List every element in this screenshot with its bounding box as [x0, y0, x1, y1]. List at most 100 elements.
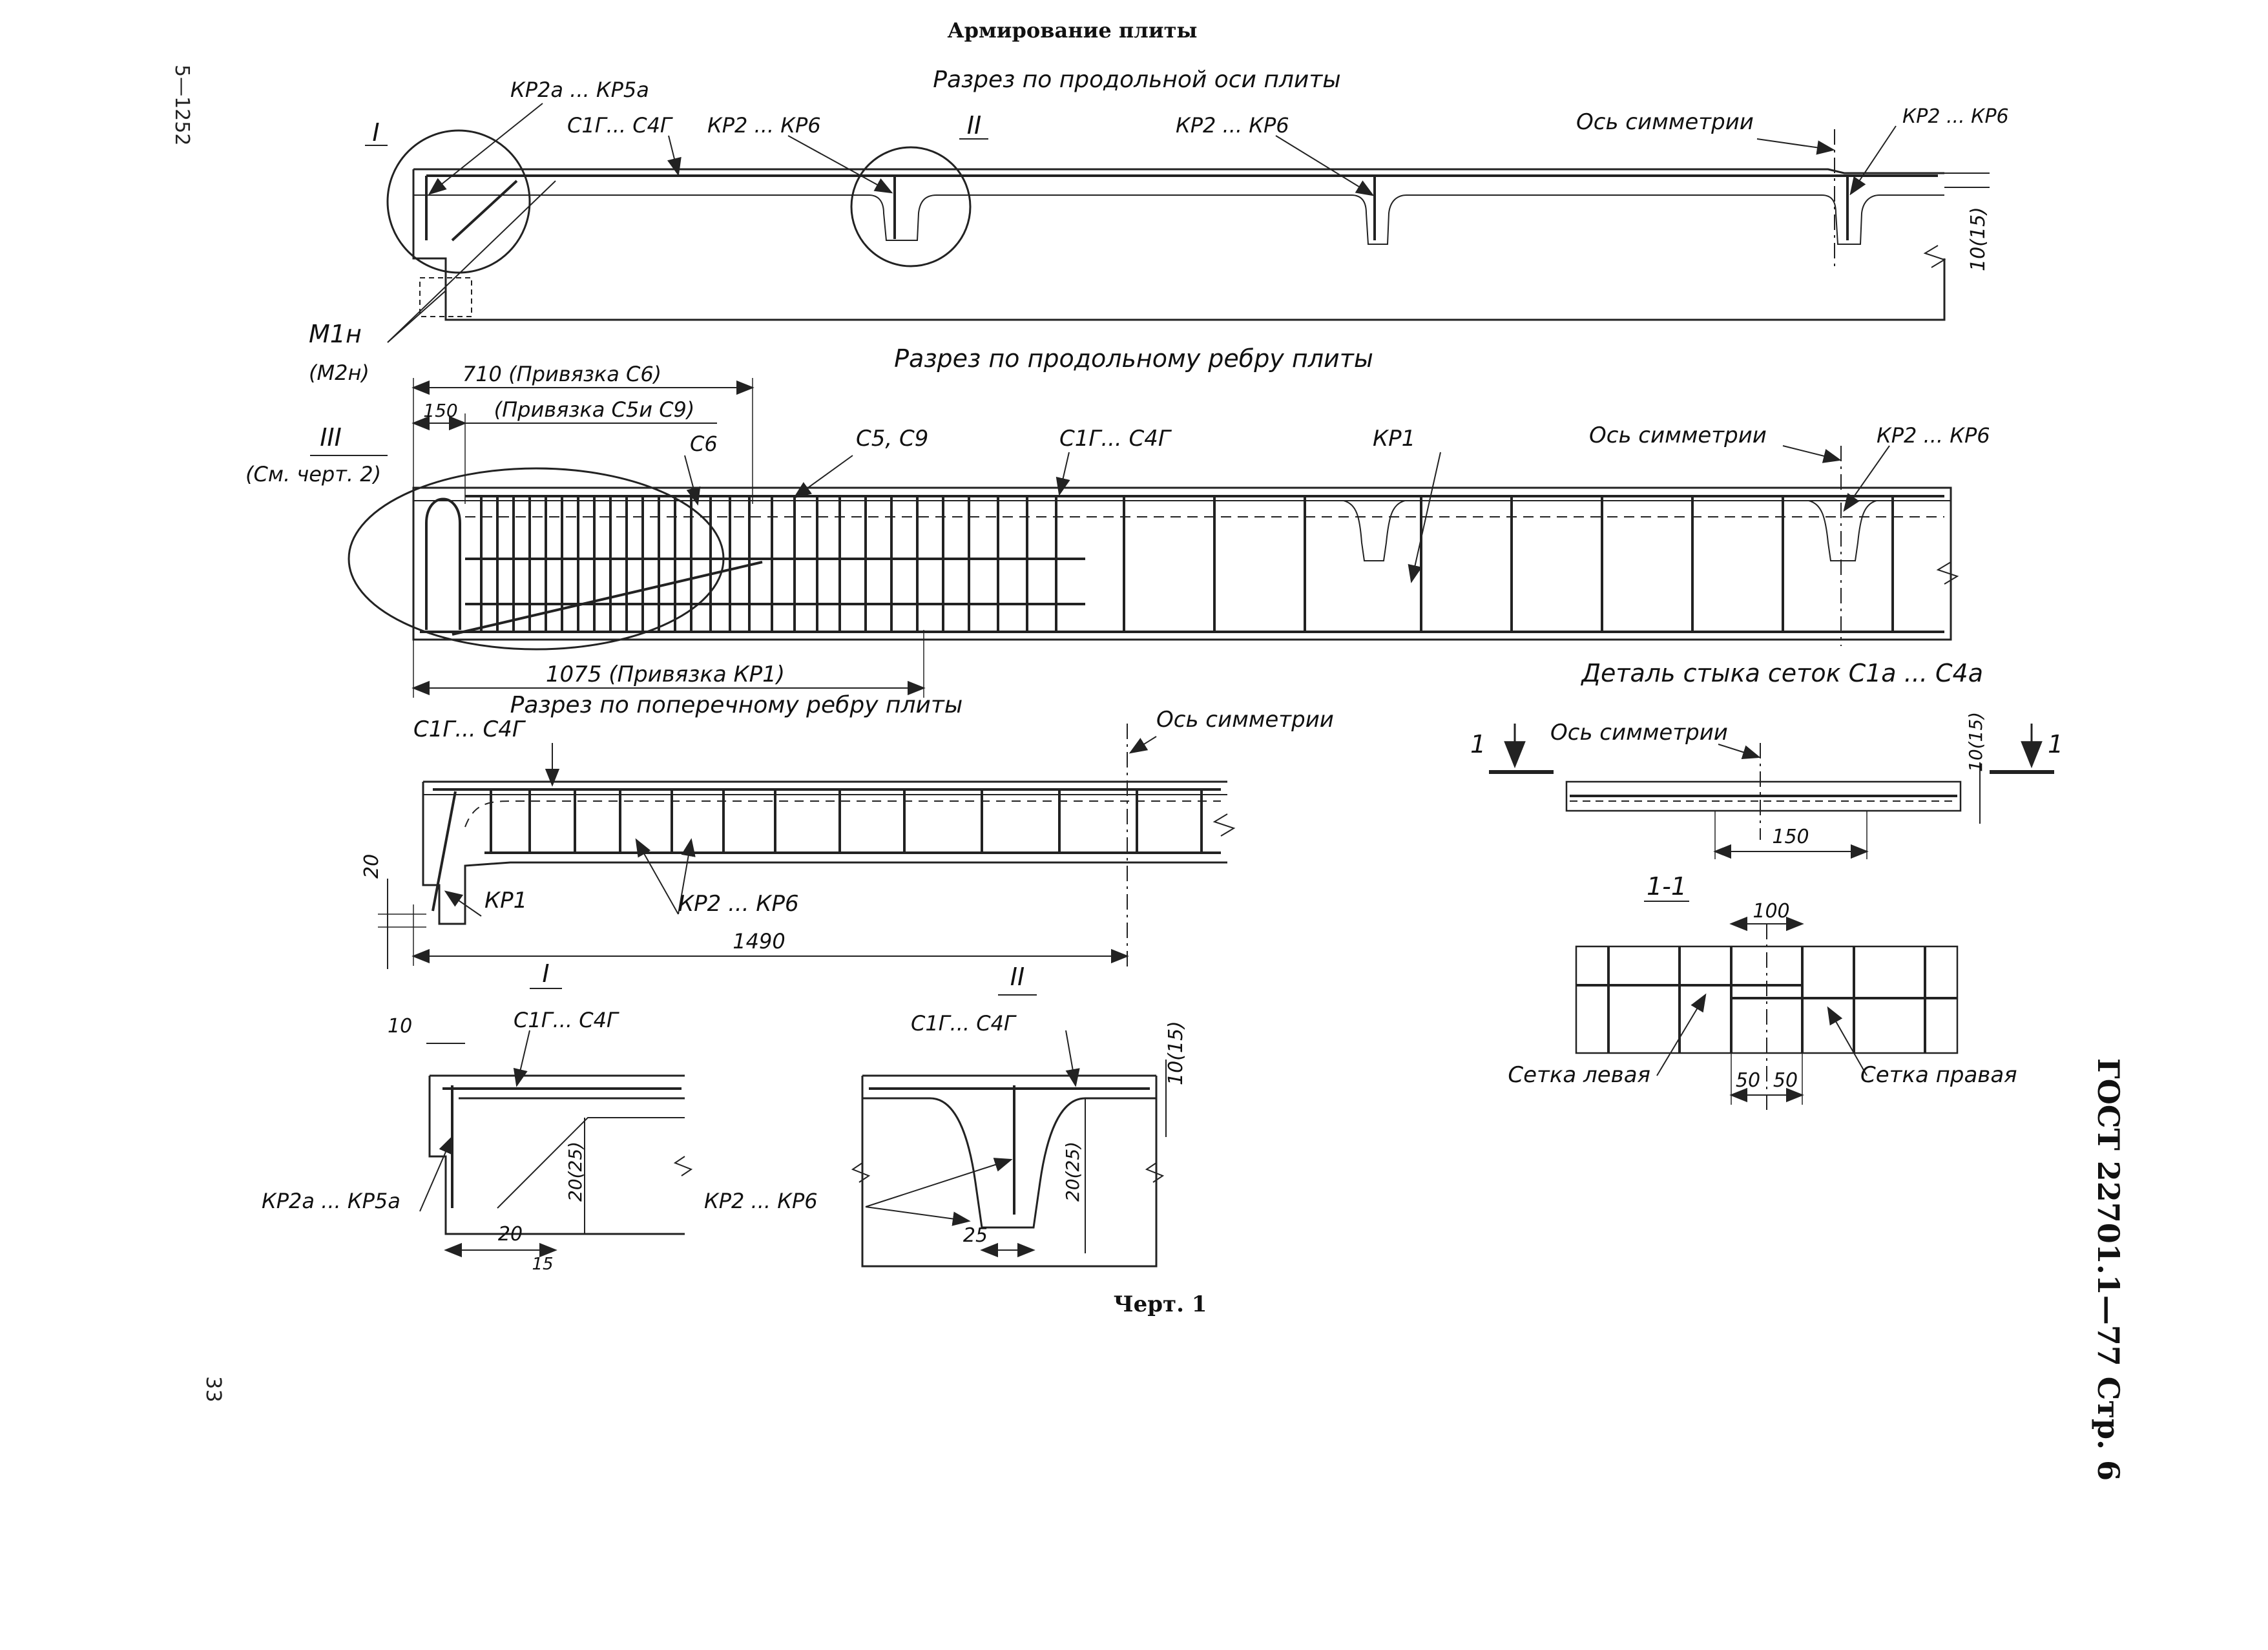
label-kr2-kr6-a: КР2 ... КР6	[707, 113, 821, 138]
leader-kr2	[1843, 445, 1890, 512]
rib-outline	[412, 486, 1952, 641]
rib-profile-1	[1343, 500, 1406, 561]
leader-c1g	[1056, 452, 1070, 496]
dim-100-label: 100	[1753, 900, 1789, 923]
break-mark	[1923, 245, 1946, 268]
stirrups-sparse	[1123, 496, 1894, 632]
mesh-plan-bars	[1576, 946, 1957, 1053]
leader-mesh-right	[1827, 1006, 1867, 1076]
label-kr2-kr6-c: КР2 ... КР6	[1902, 105, 2009, 128]
section-longitudinal-axis: Разрез по продольной оси плиты I II КР2а…	[309, 67, 2009, 385]
break-mark	[1212, 813, 1236, 837]
label-symmetry-axis: Ось симметрии	[1589, 423, 1767, 448]
transverse-kr1-bar	[432, 791, 457, 912]
dim-20-label: 20	[498, 1223, 523, 1246]
leader-kr2-c	[1849, 125, 1897, 196]
section-longitudinal-rib: Разрез по продольному ребру плиты	[245, 344, 1990, 698]
label-symmetry-axis: Ось симметрии	[1550, 720, 1728, 746]
leader-kr2-a	[787, 135, 893, 194]
label-c1g-c4g: С1Г... С4Г	[413, 716, 526, 742]
end-rebar	[425, 176, 518, 242]
label-kr1: КР1	[1373, 426, 1415, 452]
leader-c1g	[667, 135, 681, 176]
cut-mark-right-label: 1	[2048, 730, 2063, 758]
detail-I-title: I	[542, 959, 549, 988]
margin-left-code: 5—1252	[171, 65, 193, 145]
leader-axis	[1756, 138, 1835, 155]
label-c1g-c4g: С1Г... С4Г	[1059, 426, 1172, 452]
leader-kr1	[444, 890, 482, 917]
section-title: Разрез по продольному ребру плиты	[894, 344, 1373, 373]
label-mesh-right: Сетка правая	[1860, 1062, 2017, 1088]
stirrups-dense	[480, 496, 1057, 632]
leader-kr1	[1408, 452, 1441, 583]
node-circle-II	[850, 146, 972, 267]
dim-50-right-label: 50	[1773, 1069, 1798, 1092]
detail-I-haunch	[497, 1117, 685, 1209]
label-symmetry-axis: Ось симметрии	[1576, 109, 1754, 135]
end-loop	[425, 497, 461, 630]
label-m2n: (М2н)	[309, 360, 369, 385]
leader-kr2-b	[865, 1206, 971, 1226]
label-symmetry-axis: Ось симметрии	[1156, 707, 1334, 733]
detail-I-outline	[428, 1074, 685, 1235]
label-kr2-kr6: КР2 ... КР6	[704, 1189, 818, 1213]
section-transverse-rib: Разрез по поперечному ребру плиты	[360, 692, 1334, 969]
page-title: Армирование плиты	[948, 18, 1198, 43]
detail-II-outline	[861, 1074, 1158, 1268]
node-II-label: II	[967, 111, 981, 140]
leader-m1n-b	[387, 290, 446, 343]
label-m1n: М1н	[309, 320, 362, 348]
transverse-stirrups	[490, 789, 1203, 853]
leader-c1g	[1065, 1030, 1080, 1087]
leader-kr2-b	[678, 838, 696, 915]
cut-mark-left-label: 1	[1470, 730, 1486, 758]
dim-50-left-label: 50	[1736, 1069, 1760, 1092]
dim-10-label: 10	[388, 1015, 412, 1038]
dim-710-label: 710 (Привязка С6)	[463, 362, 661, 386]
label-c6: С6	[690, 432, 718, 456]
label-kr1: КР1	[484, 888, 527, 914]
dim-20-label: 20	[360, 854, 383, 879]
dim-15-label: 15	[532, 1255, 553, 1274]
inclined-rebar	[452, 561, 763, 636]
leader-c5-c9	[793, 455, 853, 499]
section-title: Разрез по продольной оси плиты	[933, 67, 1340, 93]
rib-profile-2	[1808, 500, 1877, 561]
leader-kr2a	[419, 1135, 453, 1212]
label-c1g-c4g: С1Г... С4Г	[911, 1011, 1017, 1036]
label-c5-c9: С5, С9	[856, 426, 928, 452]
dim-right-label: 10(15)	[1967, 207, 1990, 271]
leader-axis	[1782, 445, 1842, 463]
node-III-label: III	[320, 423, 342, 452]
detail-I-break	[673, 1156, 693, 1176]
standard-label: ГОСТ 22701.1—77 Стр. 6	[2091, 1058, 2126, 1481]
dim-10-15-label: 10(15)	[1165, 1021, 1187, 1085]
section-title: Разрез по поперечному ребру плиты	[510, 692, 963, 718]
page-number: 33	[202, 1376, 226, 1403]
label-kr2a-kr5a: КР2а ... КР5а	[262, 1189, 401, 1213]
transverse-dashed	[464, 800, 1221, 828]
dim-20-25-label: 20(25)	[565, 1142, 586, 1202]
leader-kr2a	[428, 103, 543, 195]
slab-outline	[412, 168, 1946, 321]
node-III-contour	[348, 467, 725, 651]
detail-II-title: II	[1010, 963, 1025, 991]
leader-kr2-a	[635, 838, 679, 915]
see-drawing-label: (См. черт. 2)	[245, 462, 381, 486]
dim-25-label: 25	[963, 1224, 988, 1247]
label-c1g-c4g: С1Г... С4Г	[514, 1008, 619, 1032]
leader-axis	[1129, 736, 1157, 754]
dim-1075-label: 1075 (Привязка КР1)	[546, 662, 785, 687]
leader-c1g	[513, 1030, 530, 1087]
slab-bottom-face	[413, 194, 1944, 245]
binding-c5-c9-label: (Привязка С5и С9)	[494, 397, 695, 422]
leader-m1n	[387, 180, 556, 343]
detail-II: II С1Г... С4Г 10(15) КР2 ... КР6 20(25) …	[704, 963, 1187, 1268]
dim-20-25-label: 20(25)	[1062, 1142, 1083, 1202]
detail-II-break-right	[1145, 1162, 1165, 1183]
detail-I: I 10 С1Г... С4Г КР2а ... КР5а 20(25) 20 …	[262, 959, 693, 1274]
dim-1490-label: 1490	[733, 929, 785, 954]
detail-II-break-left	[851, 1162, 871, 1183]
leader-kr2-a	[865, 1158, 1013, 1207]
